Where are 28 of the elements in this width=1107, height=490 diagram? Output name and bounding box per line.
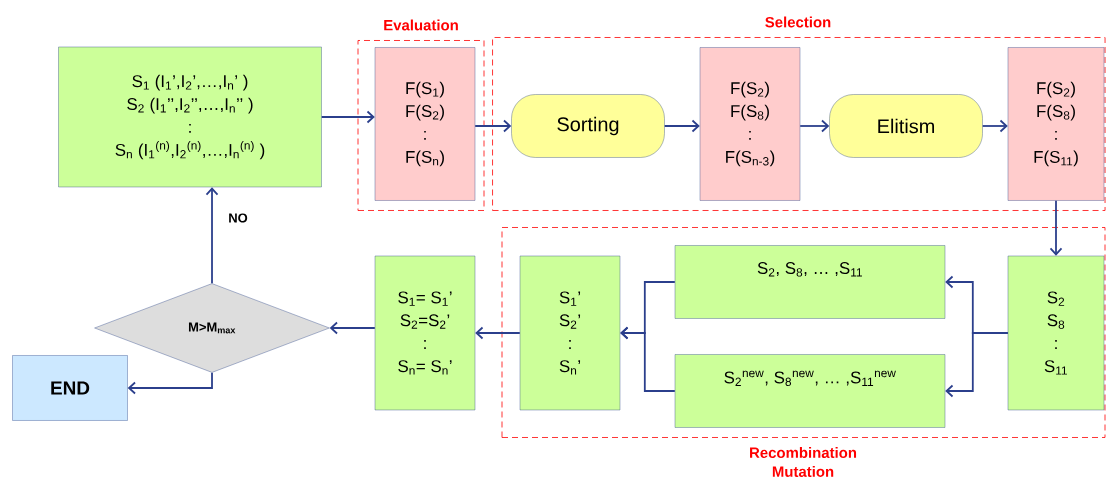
arrow [620, 326, 676, 392]
process-box: F(S$_{1}$) F(S$_{2}$) : F(S$_{n}$) [374, 47, 476, 201]
process-box: S$_{1}$= S$_{1}$’ S$_{2}$=S$_{2}$’ : S$_{n}$= S$_{n}$’ [374, 255, 476, 411]
rounded-box: Elitism [829, 94, 983, 158]
process-box: F(S$_{2}$) F(S$_{8}$) : F(S$_{n-3}$) [699, 47, 801, 201]
process-box: S$_{1}$’ S$_{2}$’ : S$_{n}$’ [519, 255, 621, 411]
arrow [329, 321, 376, 335]
arrow [474, 119, 512, 133]
frame-heading: Evaluation [384, 19, 458, 31]
frame-heading: Recombination Mutation [750, 447, 857, 477]
arrow [475, 326, 521, 340]
process-box: S$_{2}$$^{new}$, S$_{8}$$^{new}$, … ,S$_{11}$new [674, 354, 946, 428]
arrow [799, 119, 830, 133]
arrow [981, 119, 1008, 133]
arrow [127, 371, 213, 395]
terminal-box: END [12, 355, 128, 421]
arrow [205, 187, 219, 285]
process-box: S$_{2}$ S$_{8}$ : S$_{11}$ [1007, 255, 1105, 411]
frame-heading: Selection [765, 16, 831, 28]
process-box: S$_{1}$ (I$_{1}$’,I$_{2}$’,…,I$_{n}$’ ) S$_{2}$ (I$_{1}$’’,I$_{2}$’’,…,I$_{n}$’’ ) : S$_{n}$ (I$_{1}$$^{(n)}$,I$_{2}$$^{(n)}$,…,I$_{n}$$^{(n)}$ ) [58, 46, 322, 188]
process-box: S$_{2}$, S$_{8}$, … ,S$_{11}$ [674, 245, 946, 319]
arrow [945, 332, 1009, 398]
arrow [320, 110, 375, 124]
arrow [663, 119, 700, 133]
rounded-box: Sorting [511, 94, 665, 158]
arrow [1049, 199, 1063, 256]
edge-label: NO [229, 213, 248, 223]
process-box: F(S$_{2}$) F(S$_{8}$) : F(S$_{11}$) [1007, 47, 1105, 201]
